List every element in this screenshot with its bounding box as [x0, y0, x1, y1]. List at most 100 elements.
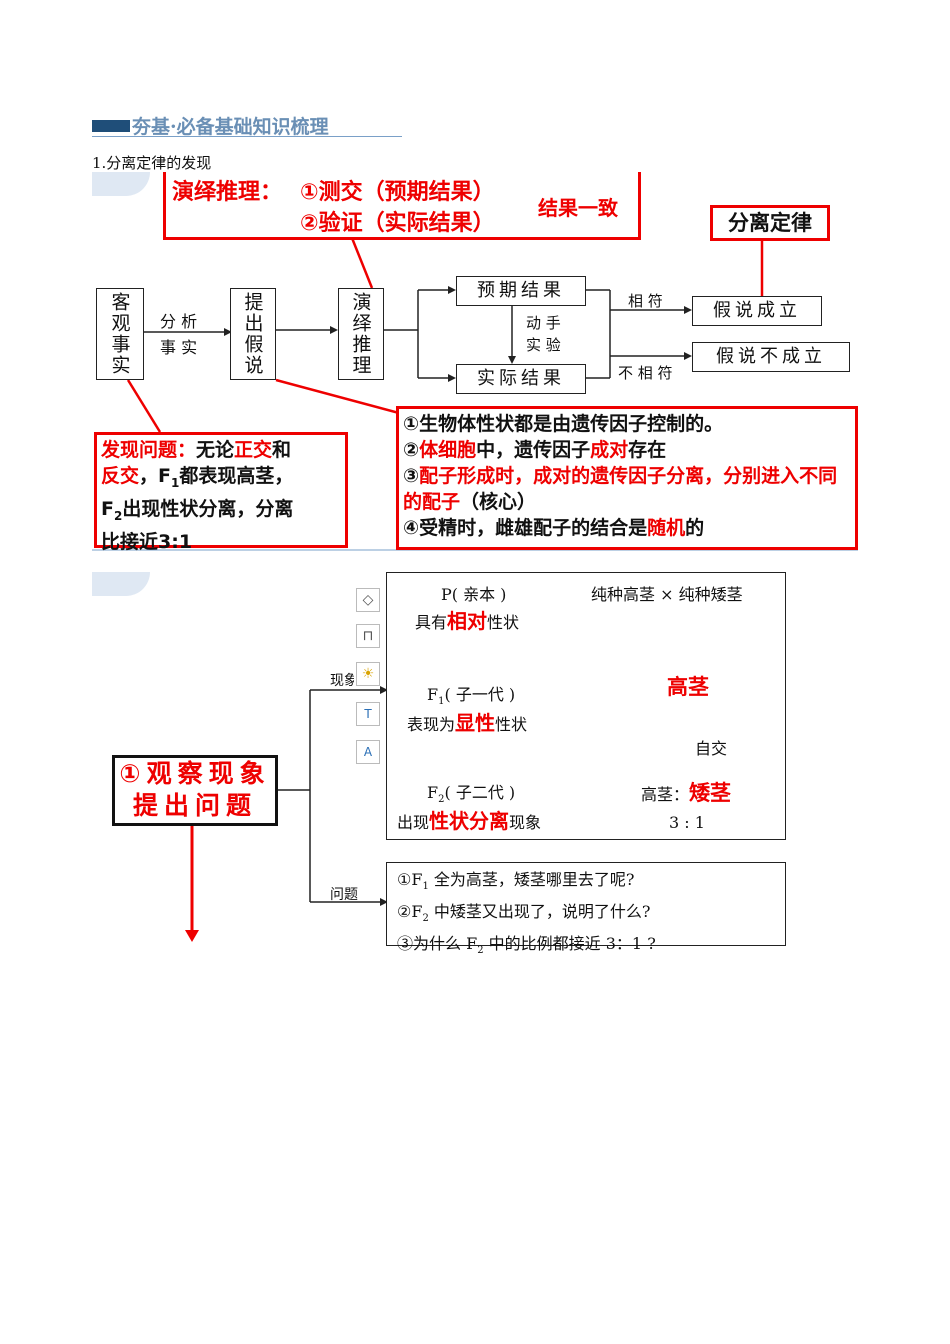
cross-label: 纯种高茎 × 纯种矮茎 [591, 585, 743, 604]
hypothesis-point-3-text: 配子形成时，成对的遗传因子分离，分别进入不同的配子 [403, 465, 838, 513]
crop-icon[interactable]: ⊓ [356, 624, 380, 648]
parent-label: P( 亲本 ) [441, 585, 507, 604]
match-label: 相 符 [628, 292, 663, 310]
problem-text-6: 出现性状分离，分离 [122, 497, 294, 520]
f1-label-b: ( 子一代 ) [444, 685, 516, 704]
actual-result-box: 实际结果 [456, 364, 586, 394]
hypothesis-point-2-paired: 成对 [590, 439, 629, 461]
deduction-step-label: 演绎推理 [349, 292, 372, 376]
hypothesis-point-3-num: ③ [403, 465, 420, 487]
hypothesis-point-2-somatic: 体细胞 [419, 439, 477, 461]
question-1: ①F1 全为高茎，矮茎哪里去了呢? [397, 867, 775, 899]
f2-result-short: 矮茎 [689, 780, 732, 805]
hypothesis-true-box: 假说成立 [692, 296, 822, 326]
f2-label-b: ( 子二代 ) [444, 783, 516, 802]
f1-label: F1( 子一代 ) [427, 681, 515, 707]
parent-desc-relative: 相对 [447, 609, 488, 633]
question-1-a: ①F [397, 870, 423, 889]
observe-question-box: ①观察现象 提出问题 [112, 755, 278, 826]
question-3-sub: 2 [477, 945, 484, 957]
problem-text-7: 比接近3:1 [101, 530, 193, 553]
question-3-b: 中的比例都接近 3：1 ? [483, 934, 656, 954]
ratio-label: 3 : 1 [669, 813, 705, 832]
objective-facts-box: 客观事实 [96, 288, 144, 380]
actual-result-label: 实际结果 [477, 368, 565, 389]
shape-icon[interactable]: ◇ [356, 588, 380, 612]
hypothesis-label: 提出假说 [241, 292, 264, 376]
text-style-icon[interactable]: A [356, 740, 380, 764]
hypothesis-point-2-num: ② [403, 439, 420, 461]
problem-text-5: F [101, 497, 114, 520]
f2-result-tall: 高茎： [641, 785, 690, 804]
deduction-line2: ②验证（实际结果） [300, 211, 495, 236]
problem-box: 发现问题：无论正交和 反交，F1都表现高茎， F2出现性状分离，分离 比接近3:… [94, 432, 348, 553]
f1-label-sub: 1 [438, 696, 445, 708]
consistent-note: 结果一致 [538, 196, 618, 220]
phenomenon-box: P( 亲本 ) 具有相对性状 纯种高茎 × 纯种矮茎 F1( 子一代 ) 表现为… [386, 572, 786, 840]
problem-label: 发现问题： [101, 439, 197, 461]
question-2: ②F2 中矮茎又出现了，说明了什么? [397, 899, 775, 931]
problem-text-reciprocal-2: 反交 [101, 465, 140, 487]
problem-text-reciprocal-1: 正交 [234, 439, 273, 461]
hypothesis-point-4-end: 的 [685, 517, 705, 539]
f2-desc-segregation: 性状分离 [429, 809, 510, 833]
question-1-sub: 1 [422, 881, 429, 893]
hypothesis-point-4-text: ④受精时，雌雄配子的结合是 [403, 517, 648, 539]
selfing-label: 自交 [695, 739, 728, 758]
not-match-label: 不 相 符 [618, 364, 673, 382]
f2-label-sub: 2 [438, 794, 445, 806]
question-2-b: 中矮茎又出现了，说明了什么? [428, 902, 651, 922]
separation-law-box: 分离定律 [710, 205, 830, 241]
f2-label: F2( 子二代 ) [427, 779, 515, 805]
hypothesis-point-1: ①生物体性状都是由遗传因子控制的。 [403, 413, 724, 435]
problem-text-1: 无论 [196, 439, 235, 461]
separation-law-label: 分离定律 [728, 211, 812, 235]
f2-result: 高茎：矮茎 [641, 777, 731, 807]
problem-sub-1: 1 [171, 475, 180, 490]
f1-desc-dominant: 显性 [455, 711, 496, 735]
hypothesis-point-3-core: （核心） [460, 491, 537, 513]
section-heading: 夯基·必备基础知识梳理 [132, 116, 329, 138]
f2-desc-a: 出现 [397, 813, 430, 832]
question-3-a: ③为什么 F [397, 934, 478, 954]
f1-desc: 表现为显性性状 [407, 707, 527, 736]
text-box-icon[interactable]: T [356, 702, 380, 726]
hands-on-label-1: 动 手 [526, 314, 561, 332]
f2-desc: 出现性状分离现象 [397, 805, 541, 834]
question-2-a: ②F [397, 902, 423, 922]
problem-sub-2: 2 [113, 508, 123, 523]
problem-text-4: 都表现高茎， [179, 465, 294, 487]
parent-desc-c: 性状 [487, 613, 520, 632]
idea-icon[interactable]: ☀ [356, 662, 380, 686]
deduction-box: 演绎推理： ①测交（预期结果） ②验证（实际结果） 结果一致 [163, 172, 641, 240]
observe-question-line1: ①观察现象 [119, 759, 271, 788]
hands-on-label-2: 实 验 [526, 336, 561, 354]
f2-label-a: F [427, 783, 439, 802]
heading-underline [92, 136, 402, 137]
expected-result-box: 预期结果 [456, 276, 586, 306]
hypothesis-false-box: 假说不成立 [692, 342, 850, 372]
f1-label-a: F [427, 685, 439, 704]
problem-text-3: ，F [139, 465, 171, 487]
hypothesis-true-label: 假说成立 [713, 300, 801, 321]
deduction-line1: ①测交（预期结果） [300, 180, 495, 205]
hypothesis-false-label: 假说不成立 [716, 346, 826, 367]
question-1-b: 全为高茎，矮茎哪里去了呢? [428, 870, 635, 889]
parent-desc-a: 具有 [415, 613, 448, 632]
heading-bar [92, 120, 130, 132]
observe-question-line2: 提出问题 [132, 791, 257, 820]
analyze-label-2: 事 实 [160, 338, 198, 357]
hypothesis-point-2-end: 存在 [628, 439, 667, 461]
parent-desc: 具有相对性状 [415, 605, 519, 634]
expected-result-label: 预期结果 [477, 280, 565, 301]
deduction-step-box: 演绎推理 [338, 288, 384, 380]
hypothesis-points-box: ①生物体性状都是由遗传因子控制的。 ②体细胞中，遗传因子成对存在 ③配子形成时，… [396, 406, 858, 550]
hypothesis-box: 提出假说 [230, 288, 276, 380]
hypothesis-point-4-random: 随机 [647, 517, 686, 539]
branch-phenomenon-label: 现象 [330, 673, 354, 689]
problem-text-2: 和 [272, 439, 292, 461]
objective-facts-label: 客观事实 [108, 292, 131, 376]
hypothesis-point-2-text: 中，遗传因子 [476, 439, 591, 461]
questions-box: ①F1 全为高茎，矮茎哪里去了呢? ②F2 中矮茎又出现了，说明了什么? ③为什… [386, 862, 786, 957]
